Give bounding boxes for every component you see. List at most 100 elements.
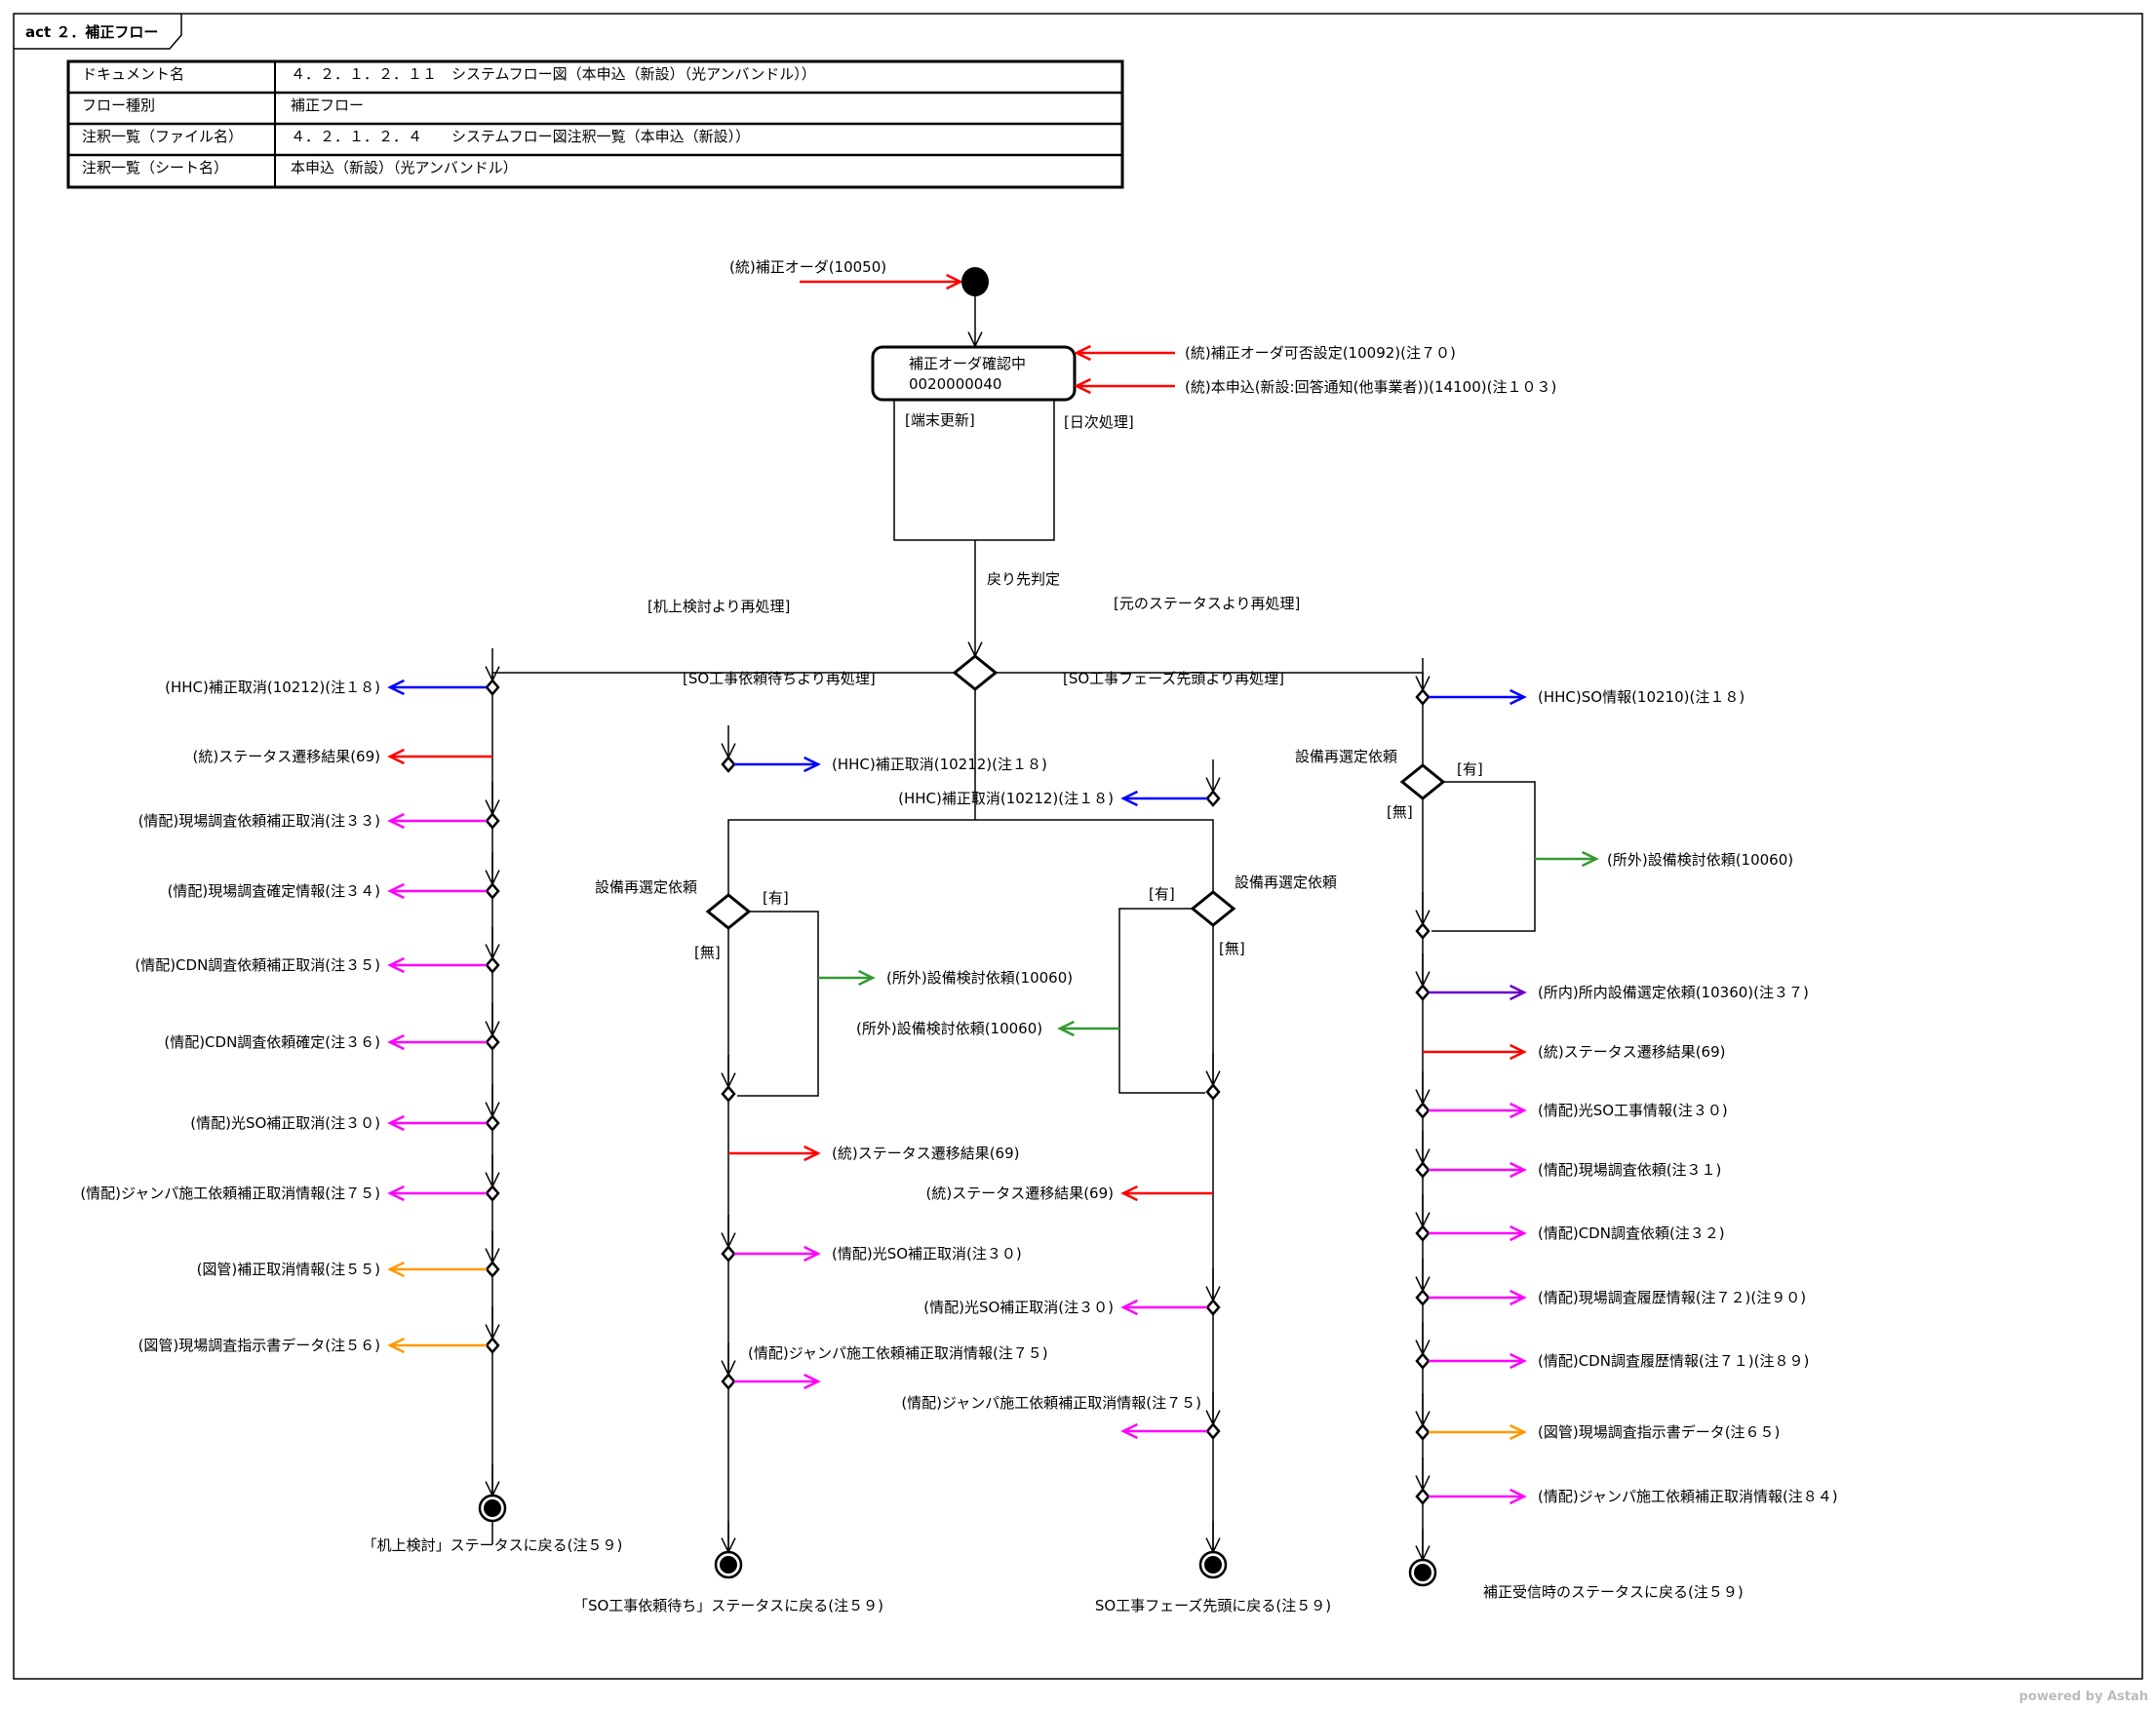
fork-node: [485, 1185, 500, 1202]
branch-message: (所外)設備検討依頼(10060): [1607, 851, 1793, 869]
final-label: 「机上検討」ステータスに戻る(注５９): [363, 1536, 623, 1554]
info-value: ４．２．１．２．４ システムフロー図注釈一覧（本申込（新設））: [291, 128, 750, 145]
fork-node: [485, 1337, 500, 1354]
decision-label: 設備再選定依頼: [1295, 748, 1397, 765]
state-loop: [893, 400, 1055, 541]
guard-mid-right: [SO工事フェーズ先頭より再処理]: [1063, 670, 1284, 687]
arrow-head: [804, 1373, 821, 1390]
message-label: (情配)CDN調査依頼補正取消(注３５): [135, 956, 380, 974]
arrow-head: [387, 1337, 405, 1354]
message-label: (情配)光SO補正取消(注３０): [190, 1114, 380, 1132]
arrow-head: [946, 273, 963, 291]
arrow-head: [1415, 1212, 1431, 1228]
message-label: (図管)現場調査指示書データ(注５６): [138, 1337, 380, 1354]
arrow-head: [1415, 1089, 1431, 1106]
arrow-head: [485, 666, 500, 682]
guard-right: [元のステータスより再処理]: [1114, 595, 1300, 612]
message-label: (統)ステータス遷移結果(69): [832, 1145, 1020, 1162]
arrow-head: [1415, 1340, 1431, 1356]
guard-yes: [有]: [1457, 760, 1483, 778]
message-label: (情配)CDN調査依頼確定(注３６): [164, 1033, 380, 1051]
arrow-head: [1509, 1102, 1527, 1119]
arrow-head: [1120, 1185, 1138, 1202]
arrow-head: [1074, 377, 1091, 395]
info-key: 注釈一覧（シート名）: [82, 159, 228, 176]
fork-node: [1415, 1224, 1431, 1242]
fork-node: [1415, 1423, 1431, 1441]
arrow-head: [804, 1145, 821, 1162]
decision-diamond: [705, 893, 752, 930]
arrow-head: [485, 799, 500, 816]
message-label: (情配)光SO補正取消(注３０): [923, 1299, 1114, 1316]
info-key: 注釈一覧（ファイル名）: [82, 128, 243, 145]
info-value: 補正フロー: [291, 97, 364, 114]
guard-yes: [有]: [763, 889, 789, 907]
fork-node: [721, 1085, 736, 1103]
arrow-head: [1415, 910, 1431, 926]
flow-arrow: [967, 296, 983, 348]
arrow-head: [1509, 1352, 1527, 1370]
message-label: (統)ステータス遷移結果(69): [926, 1185, 1115, 1202]
arrow-head: [485, 1021, 500, 1037]
arrow-head: [485, 1102, 500, 1118]
arrow-head: [804, 1245, 821, 1263]
arrow-head: [485, 1248, 500, 1264]
message-label: (情配)現場調査確定情報(注３４): [168, 882, 380, 900]
arrow-head: [721, 743, 736, 759]
final-node-core: [484, 1499, 501, 1517]
fork-node: [1415, 1102, 1431, 1119]
fork-node: [485, 812, 500, 830]
arrow-head: [1415, 1148, 1431, 1165]
fork-node: [721, 1373, 736, 1390]
message-label: (図管)現場調査指示書データ(注６５): [1538, 1423, 1780, 1441]
message-label: (統)ステータス遷移結果(69): [1538, 1043, 1726, 1061]
arrow-head: [1509, 1488, 1527, 1505]
arrow-head: [1415, 1276, 1431, 1293]
info-key: ドキュメント名: [82, 65, 184, 83]
loop-guard-right: [日次処理]: [1064, 413, 1134, 431]
footer-watermark: powered by Astah: [2019, 1690, 2148, 1704]
fork-node: [485, 882, 500, 900]
arrow-head: [387, 812, 405, 830]
branch-message: (所外)設備検討依頼(10060): [886, 969, 1073, 987]
branch-arrow: [1535, 850, 1599, 868]
arrow-head: [387, 1261, 405, 1278]
arrow-head: [721, 1072, 736, 1089]
message-label: (情配)光SO補正取消(注３０): [832, 1245, 1022, 1263]
final-node-core: [1204, 1556, 1222, 1574]
decision-label: 戻り先判定: [987, 570, 1060, 588]
arrow-head: [1057, 1020, 1075, 1037]
decision-label: 設備再選定依頼: [1235, 874, 1337, 891]
info-value: ４．２．１．２．１１ システムフロー図（本申込（新設）（光アンバンドル））: [291, 65, 816, 83]
fork-node: [1415, 688, 1431, 706]
state-box: 補正オーダ確認中 0020000040 (統)補正オーダ可否設定(10092)(…: [871, 344, 1556, 658]
loop-guard-left: [端末更新]: [905, 411, 975, 429]
fork-node: [721, 756, 736, 773]
arrow-head: [387, 1114, 405, 1132]
final-node-core: [1414, 1564, 1431, 1581]
state-name: 補正オーダ確認中: [909, 355, 1026, 372]
arrow-head: [1415, 971, 1431, 988]
message-label: (情配)ジャンパ施工依頼補正取消情報(注７５): [80, 1185, 380, 1202]
branch-arrow: [818, 969, 876, 987]
message-label: (HHC)補正取消(10212)(注１８): [898, 790, 1114, 807]
arrow-head: [1120, 790, 1138, 807]
diagram-frame: act ２．補正フロー: [13, 13, 2143, 1680]
arrow-head: [721, 1537, 736, 1554]
arrow-head: [1205, 1070, 1221, 1087]
fork-node: [485, 1114, 500, 1132]
message-label: (情配)CDN調査履歴情報(注７１)(注８９): [1538, 1352, 1809, 1370]
guard-no: [無]: [694, 944, 721, 961]
frame-title: act ２．補正フロー: [25, 23, 158, 41]
arrow-head: [1415, 1475, 1431, 1492]
fork-node: [1415, 1289, 1431, 1306]
message-label: (情配)光SO工事情報(注３０): [1538, 1102, 1728, 1119]
fork-node: [1415, 1488, 1431, 1505]
message-label: (情配)現場調査依頼補正取消(注３３): [138, 812, 380, 830]
col3-decision-group: 設備再選定依頼 [有] [無] (所外)設備検討依頼(10060): [856, 874, 1337, 1094]
arrow-head: [804, 756, 821, 773]
arrow-head: [1120, 1422, 1138, 1440]
arrow-head: [387, 956, 405, 974]
arrow-head: [1509, 1224, 1527, 1242]
arrow-head: [1582, 850, 1599, 868]
